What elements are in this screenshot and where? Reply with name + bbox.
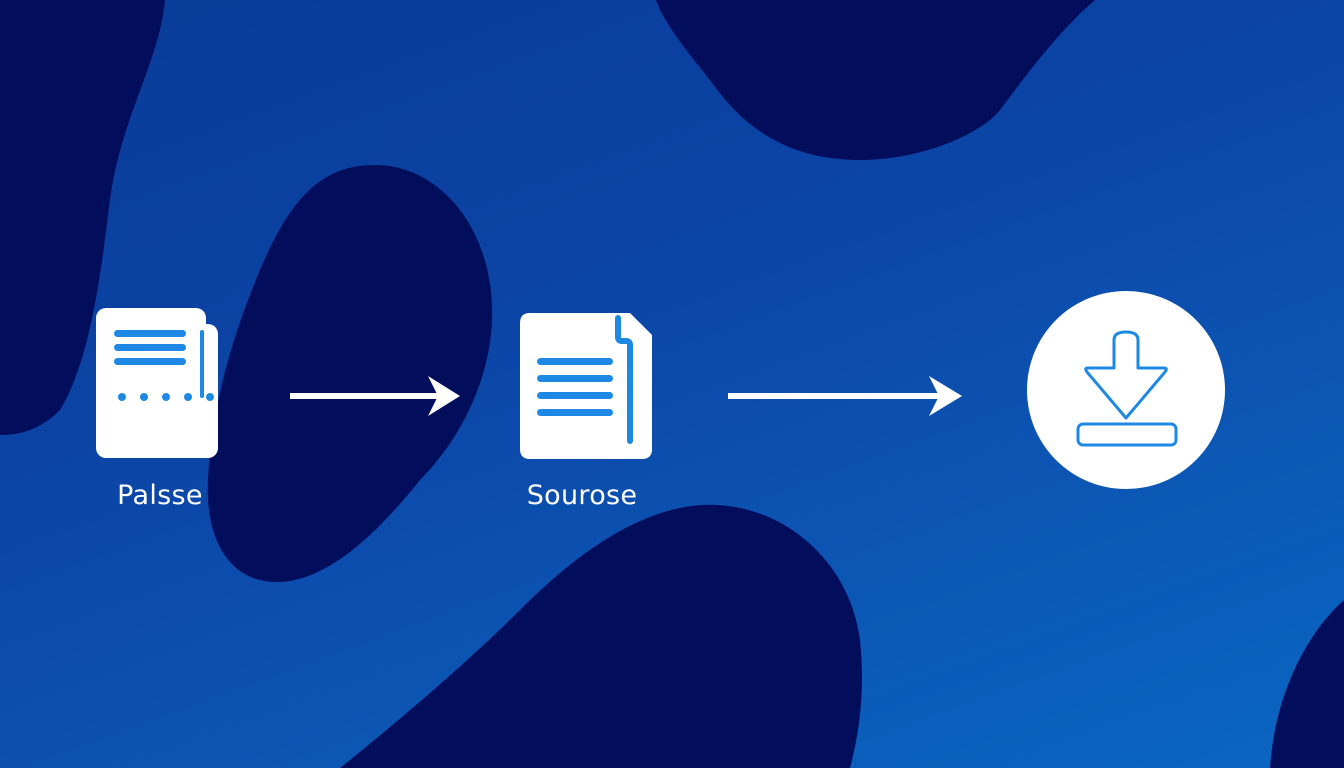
blob-bottom-right [1270,600,1344,768]
flow-step-2 [520,313,653,459]
blob-bottom-center [340,504,862,768]
document-dotted-icon [96,308,218,458]
document-lines-icon [520,313,652,459]
download-icon [1027,291,1225,489]
arrow-right-icon [290,376,460,416]
blob-top-left [0,0,165,435]
flow-step-1 [96,308,220,460]
blob-center-left [207,165,493,583]
blob-top-center [656,0,1095,160]
arrow-right-icon [728,376,962,416]
flow-step-1-label: Palsse [117,480,203,511]
flow-step-3 [1026,290,1226,490]
flow-step-2-label: Sourose [526,480,638,511]
